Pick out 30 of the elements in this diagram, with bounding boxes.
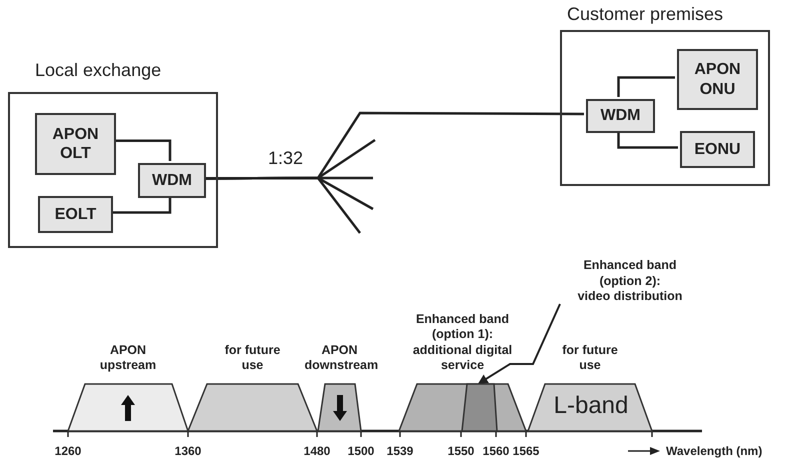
tick-label: 1480 bbox=[304, 444, 330, 458]
band-label: for future use bbox=[561, 342, 619, 374]
band-annotation: Enhanced band (option 2): video distribution bbox=[576, 258, 684, 305]
component-box: EOLT bbox=[38, 196, 113, 233]
band-label: Enhanced band (option 1): additional digital service bbox=[412, 312, 514, 374]
tick-label: 1539 bbox=[386, 444, 414, 458]
split-ratio-label: 1:32 bbox=[268, 148, 304, 169]
enclosure-heading: Customer premises bbox=[567, 4, 724, 25]
component-box: WDM bbox=[138, 163, 206, 198]
component-box: EONU bbox=[680, 131, 755, 168]
fiber-line bbox=[617, 131, 678, 149]
fiber-line bbox=[204, 176, 361, 234]
tick-label: 1360 bbox=[174, 444, 202, 458]
leader-line bbox=[478, 304, 561, 384]
enclosure-heading: Local exchange bbox=[35, 60, 162, 81]
tick-label: 1565 bbox=[512, 444, 540, 458]
band-label: for future use bbox=[224, 342, 282, 374]
tick-label: 1560 bbox=[482, 444, 510, 458]
fiber-line bbox=[111, 196, 172, 214]
band-label: APON upstream bbox=[98, 342, 158, 374]
tick-label: 1260 bbox=[54, 444, 82, 458]
component-box: APON OLT bbox=[35, 113, 116, 175]
band-name: L-band bbox=[552, 392, 630, 421]
fiber-line bbox=[114, 140, 172, 161]
component-box: WDM bbox=[586, 99, 655, 133]
axis-title: Wavelength (nm) bbox=[666, 444, 762, 458]
tick-label: 1550 bbox=[448, 444, 474, 458]
component-box: APON ONU bbox=[677, 49, 758, 110]
tick-label: 1500 bbox=[348, 444, 374, 458]
fiber-line bbox=[617, 76, 675, 97]
